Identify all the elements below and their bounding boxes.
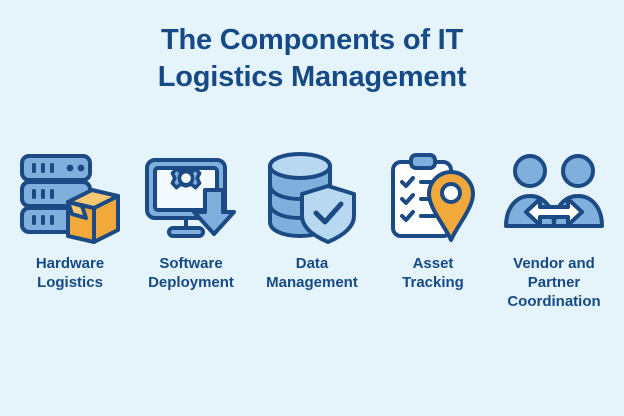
component-label-line: Tracking bbox=[402, 274, 464, 291]
server-led-dots bbox=[66, 164, 85, 172]
component-label-line: Hardware bbox=[35, 255, 105, 272]
component-label-line: Partner bbox=[527, 274, 581, 291]
page-title: The Components of IT Logistics Managemen… bbox=[0, 22, 624, 96]
page-title-line-1: The Components of IT bbox=[160, 24, 464, 56]
two-people-exchange-icon bbox=[504, 154, 604, 228]
gear-icon bbox=[170, 167, 202, 190]
icon-wrap-vendor-partner-coordination bbox=[496, 148, 612, 248]
component-label-hardware-logistics: Hardware Logistics bbox=[8, 254, 132, 292]
monitor-gear-download-icon bbox=[145, 158, 236, 238]
component-card-software-deployment: Software Deployment bbox=[133, 148, 249, 292]
icon-wrap-hardware-logistics bbox=[12, 148, 128, 248]
component-label-software-deployment: Software Deployment bbox=[129, 254, 253, 292]
component-label-line: Coordination bbox=[507, 293, 601, 310]
double-arrow-icon bbox=[524, 197, 584, 227]
page-title-line-2: Logistics Management bbox=[157, 61, 467, 93]
cardboard-box-icon bbox=[66, 188, 120, 244]
component-label-line: Logistics bbox=[37, 274, 103, 291]
component-card-data-management: Data Management bbox=[254, 148, 370, 292]
component-label-asset-tracking: Asset Tracking bbox=[371, 254, 495, 292]
map-pin-icon bbox=[427, 170, 475, 242]
component-card-vendor-partner-coordination: Vendor and Partner Coordination bbox=[496, 148, 612, 311]
server-rack-and-box-icon bbox=[20, 154, 120, 244]
server-slot-indicators bbox=[32, 163, 54, 225]
component-card-asset-tracking: Asset Tracking bbox=[375, 148, 491, 292]
component-label-vendor-partner-coordination: Vendor and Partner Coordination bbox=[492, 254, 616, 311]
component-label-line: Management bbox=[266, 274, 358, 291]
database-shield-icon bbox=[268, 152, 356, 244]
component-label-data-management: Data Management bbox=[250, 254, 374, 292]
clipboard-map-pin-icon bbox=[391, 153, 475, 242]
shield-check-icon bbox=[300, 184, 356, 244]
download-arrow-icon bbox=[192, 188, 236, 236]
icon-wrap-software-deployment bbox=[133, 148, 249, 248]
component-label-line: Deployment bbox=[148, 274, 234, 291]
component-label-line: Software bbox=[159, 255, 223, 272]
component-label-line: Asset bbox=[412, 255, 454, 272]
component-label-line: Data bbox=[295, 255, 329, 272]
component-card-hardware-logistics: Hardware Logistics bbox=[12, 148, 128, 292]
component-row: Hardware Logistics bbox=[12, 148, 612, 311]
icon-wrap-asset-tracking bbox=[375, 148, 491, 248]
component-label-line: Vendor and bbox=[513, 255, 595, 272]
icon-wrap-data-management bbox=[254, 148, 370, 248]
